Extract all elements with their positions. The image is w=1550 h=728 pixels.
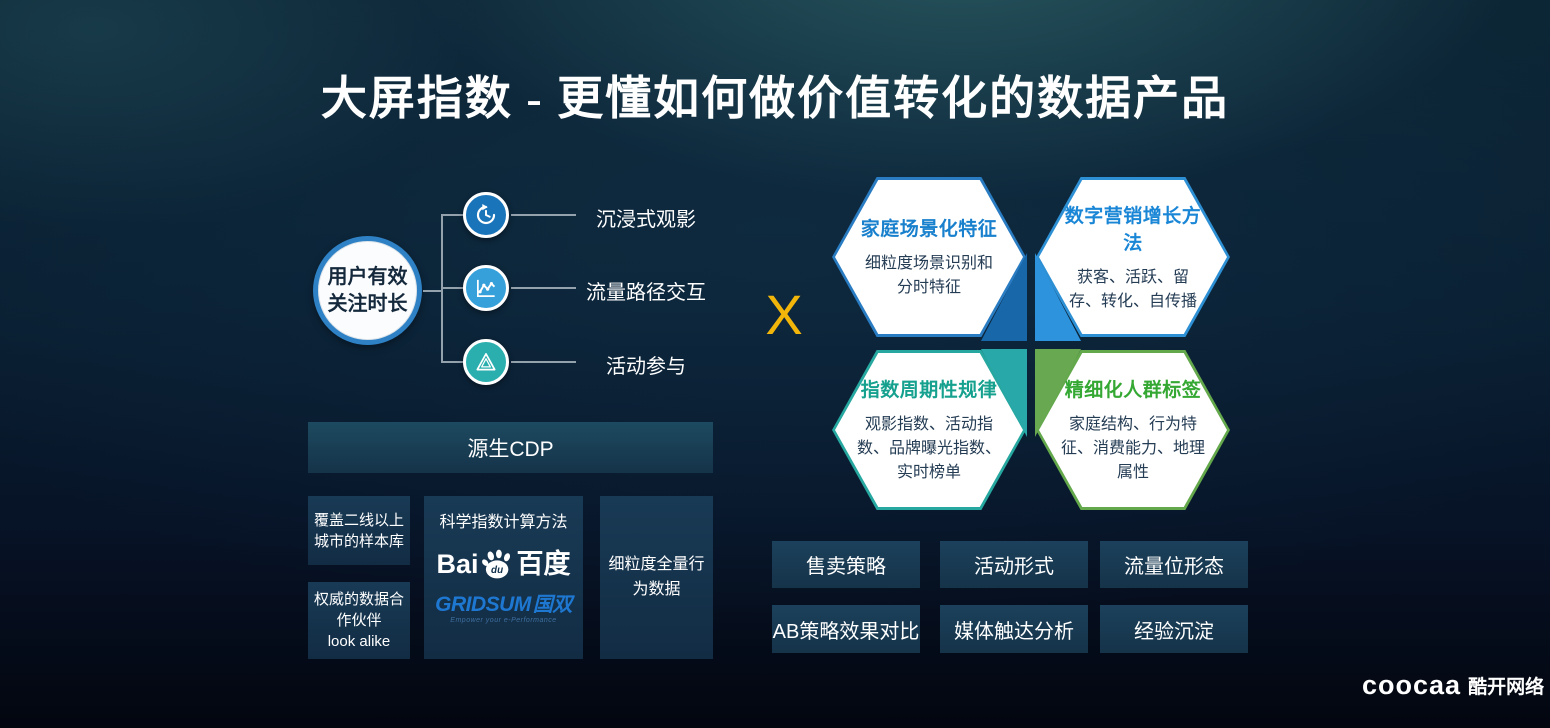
svg-text:du: du — [491, 565, 503, 576]
hexagon-crowd-labels: 精细化人群标签 家庭结构、行为特征、消费能力、地理属性 — [1036, 350, 1230, 510]
method-card-title: 科学指数计算方法 — [439, 514, 568, 531]
baidu-suffix: 百度 — [516, 549, 571, 580]
look-alike-text: look alike — [327, 633, 391, 650]
hexagon-digital-marketing: 数字营销增长方法 获客、活跃、留存、转化、自传播 — [1036, 177, 1230, 337]
capability-hexagon-cluster: 家庭场景化特征 细粒度场景识别和分时特征 数字营销增长方法 获客、活跃、留存、转… — [832, 177, 1230, 510]
hexagon-body: 家庭结构、行为特征、消费能力、地理属性 — [1060, 416, 1205, 481]
app-box-traffic-slot: 流量位形态 — [1100, 541, 1248, 588]
baidu-paw-icon: du — [481, 549, 510, 579]
connector-line — [443, 214, 464, 216]
activity-triangle-icon — [463, 339, 509, 385]
native-cdp-bar: 源生CDP — [308, 422, 713, 473]
data-partner-text: 权威的数据合作伙伴 — [314, 591, 405, 629]
hub-label-line2: 关注时长 — [327, 292, 408, 315]
branch-label-immersive-viewing: 沉浸式观影 — [596, 209, 696, 231]
branch-label-traffic-path: 流量路径交互 — [586, 282, 706, 304]
attention-hub-circle: 用户有效 关注时长 — [313, 236, 422, 345]
app-box-ab-comparison: AB策略效果对比 — [772, 605, 920, 653]
history-clock-icon — [463, 192, 509, 238]
baidu-logo: Bai du 百度 — [436, 548, 571, 580]
hexagon-body: 观影指数、活动指数、品牌曝光指数、实时榜单 — [856, 416, 1001, 481]
connector-line — [443, 361, 464, 363]
hexagon-family-scenario: 家庭场景化特征 细粒度场景识别和分时特征 — [832, 177, 1026, 337]
sample-library-card: 覆盖二线以上城市的样本库 — [308, 496, 410, 565]
page-title: 大屏指数 - 更懂如何做价值转化的数据产品 — [320, 73, 1230, 124]
connector-line — [443, 287, 464, 289]
gridsum-cn: 国双 — [532, 594, 573, 617]
connector-line — [511, 287, 576, 289]
hexagon-title: 数字营销增长方法 — [1064, 205, 1202, 254]
coocaa-brand-logo: coocaa 酷开网络 — [1362, 672, 1544, 699]
brand-wordmark: coocaa — [1362, 670, 1462, 700]
hub-label-line1: 用户有效 — [327, 265, 408, 288]
behavior-data-card: 细粒度全量行为数据 — [600, 496, 713, 659]
gridsum-wordmark: GRIDSUM — [435, 593, 531, 617]
connector-line — [511, 361, 576, 363]
app-box-experience: 经验沉淀 — [1100, 605, 1248, 653]
connector-line — [423, 290, 442, 292]
multiplier-x: X — [765, 283, 803, 346]
hexagon-body: 获客、活跃、留存、转化、自传播 — [1068, 268, 1197, 310]
app-box-activity-format: 活动形式 — [940, 541, 1088, 588]
hexagon-title: 指数周期性规律 — [860, 380, 998, 401]
app-box-sales-strategy: 售卖策略 — [772, 541, 920, 588]
hexagon-title: 精细化人群标签 — [1064, 380, 1202, 401]
connector-line — [441, 214, 443, 363]
gridsum-tagline: Empower your e-Performance — [450, 617, 557, 625]
hexagon-body: 细粒度场景识别和分时特征 — [864, 255, 993, 296]
app-box-media-reach: 媒体触达分析 — [940, 605, 1088, 653]
hexagon-index-periodicity: 指数周期性规律 观影指数、活动指数、品牌曝光指数、实时榜单 — [832, 350, 1026, 510]
baidu-prefix: Bai — [436, 549, 479, 580]
line-chart-icon — [463, 265, 509, 311]
brand-chinese-name: 酷开网络 — [1468, 677, 1545, 698]
data-partner-card: 权威的数据合作伙伴 look alike — [308, 582, 410, 659]
branch-label-activity-participation: 活动参与 — [606, 356, 686, 378]
hexagon-title: 家庭场景化特征 — [860, 219, 998, 240]
connector-line — [511, 214, 576, 216]
